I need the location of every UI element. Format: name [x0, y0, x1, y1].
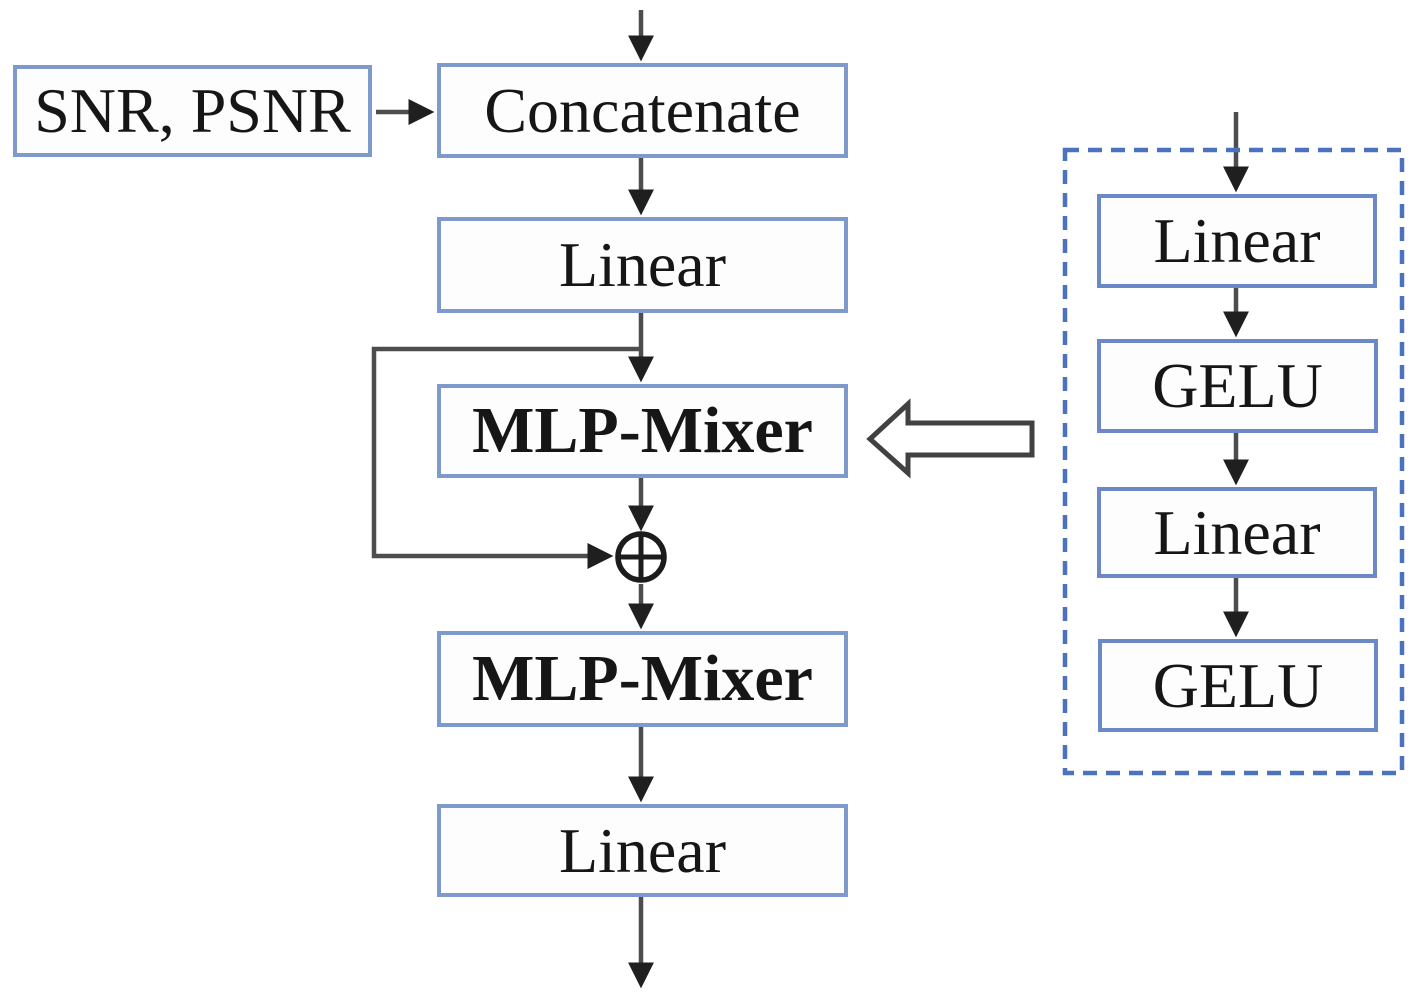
expansion-block-arrow-icon	[866, 398, 1035, 479]
detail-node-linear-2: Linear	[1097, 487, 1377, 578]
detail-node-gelu-2: GELU	[1098, 639, 1378, 732]
node-concatenate: Concatenate	[437, 63, 848, 158]
node-mlp-mixer-1: MLP-Mixer	[437, 384, 848, 478]
node-linear-1: Linear	[437, 217, 848, 313]
node-snr-psnr: SNR, PSNR	[13, 65, 372, 157]
detail-node-linear-1: Linear	[1097, 194, 1377, 288]
sum-junction-icon	[615, 531, 667, 583]
node-mlp-mixer-2: MLP-Mixer	[437, 631, 848, 727]
node-linear-2: Linear	[437, 804, 848, 897]
detail-node-gelu-1: GELU	[1097, 339, 1378, 433]
